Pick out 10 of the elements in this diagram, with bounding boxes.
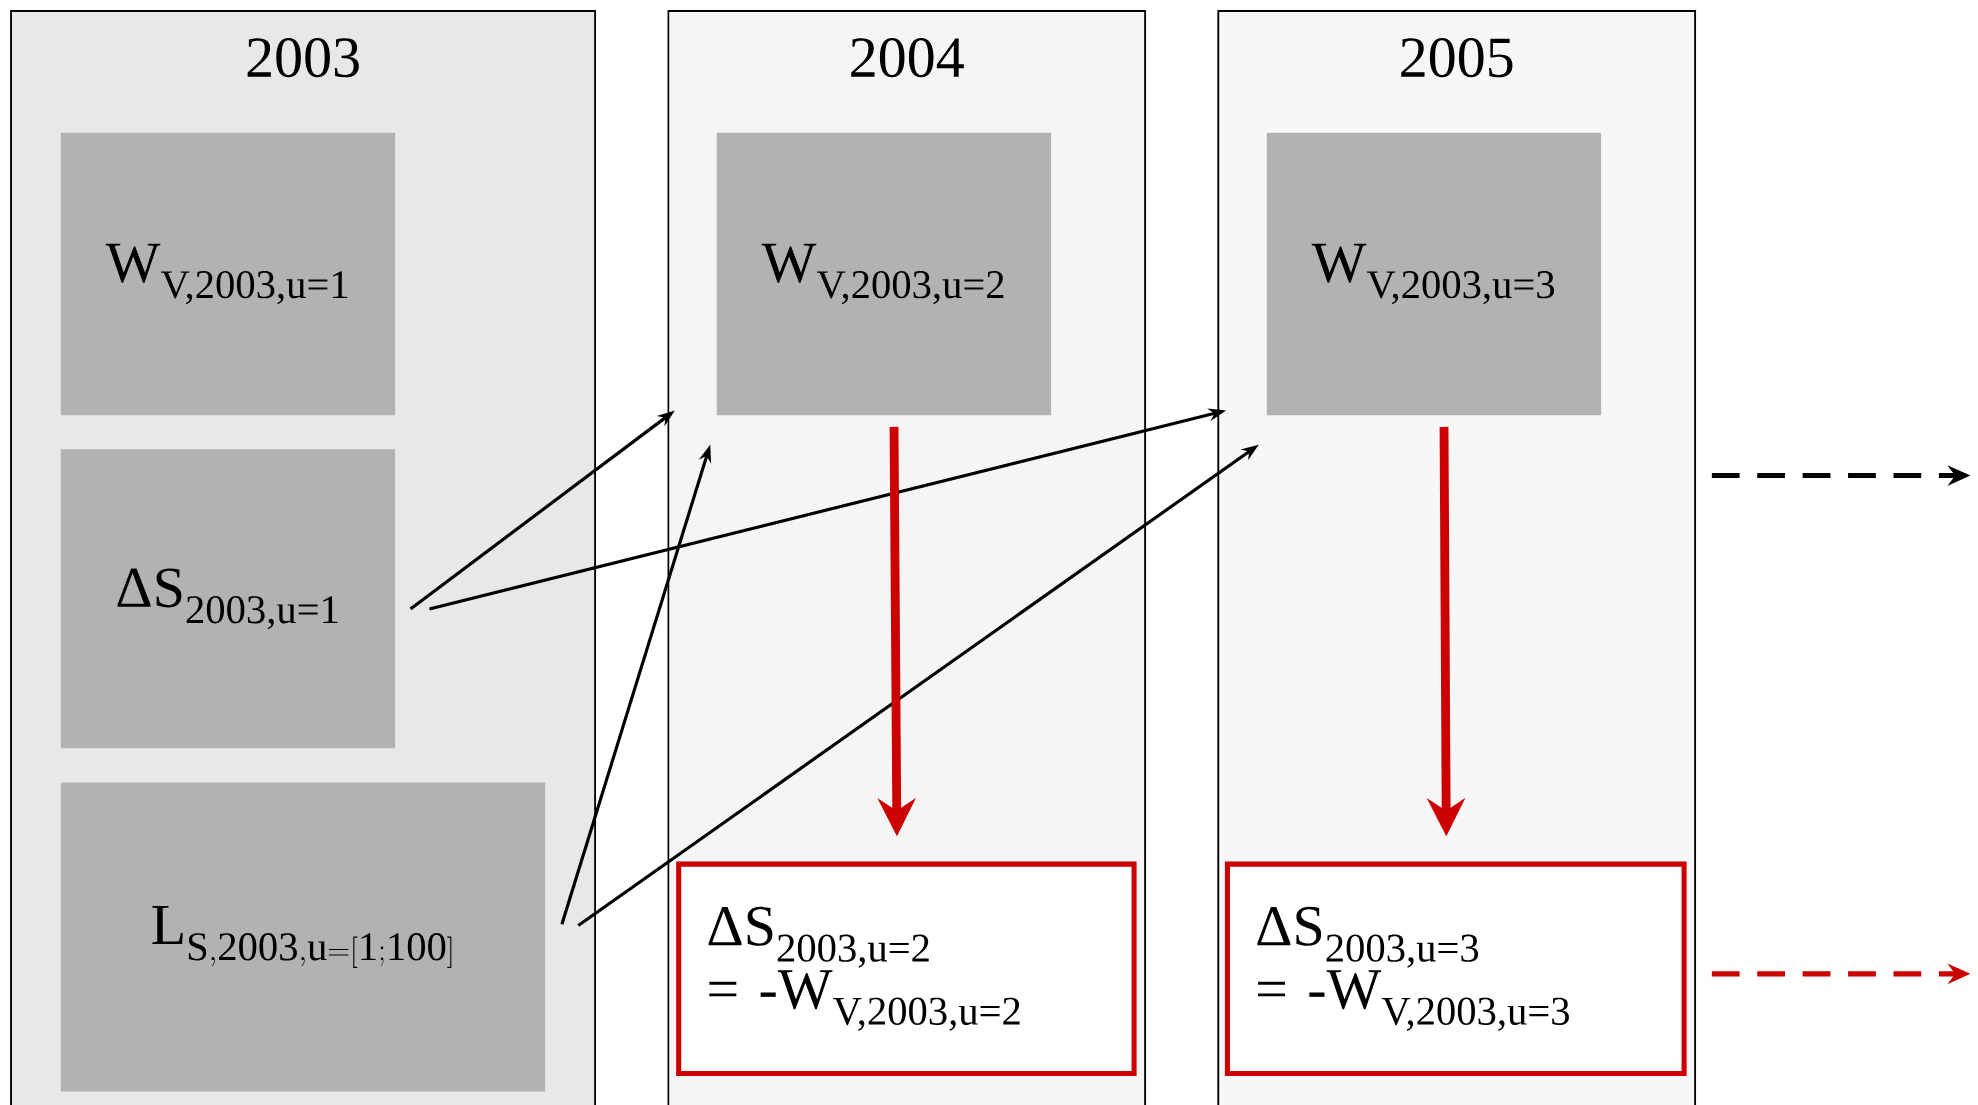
result-box: ΔS$_{2003,u=3}$ = -W$_{V,2003,u=3}$	[1224, 861, 1687, 1077]
year-heading: 2003	[247, 38, 359, 78]
year-heading: 2005	[1401, 38, 1513, 78]
variable-box: W$_{V,2003,u=3}$	[1266, 132, 1602, 416]
result-box: ΔS$_{2003,u=2}$ = -W$_{V,2003,u=2}$	[676, 861, 1137, 1077]
variable-box: W$_{V,2003,u=1}$	[60, 132, 396, 416]
year-heading: 2004	[851, 38, 964, 78]
variable-box: ΔS$_{2003,u=1}$	[60, 449, 396, 749]
variable-box: $\mathrm{L}_{\mathrm{S,2003,u=[1;100]}}$	[60, 782, 546, 1092]
variable-box: W$_{V,2003,u=2}$	[716, 132, 1052, 416]
